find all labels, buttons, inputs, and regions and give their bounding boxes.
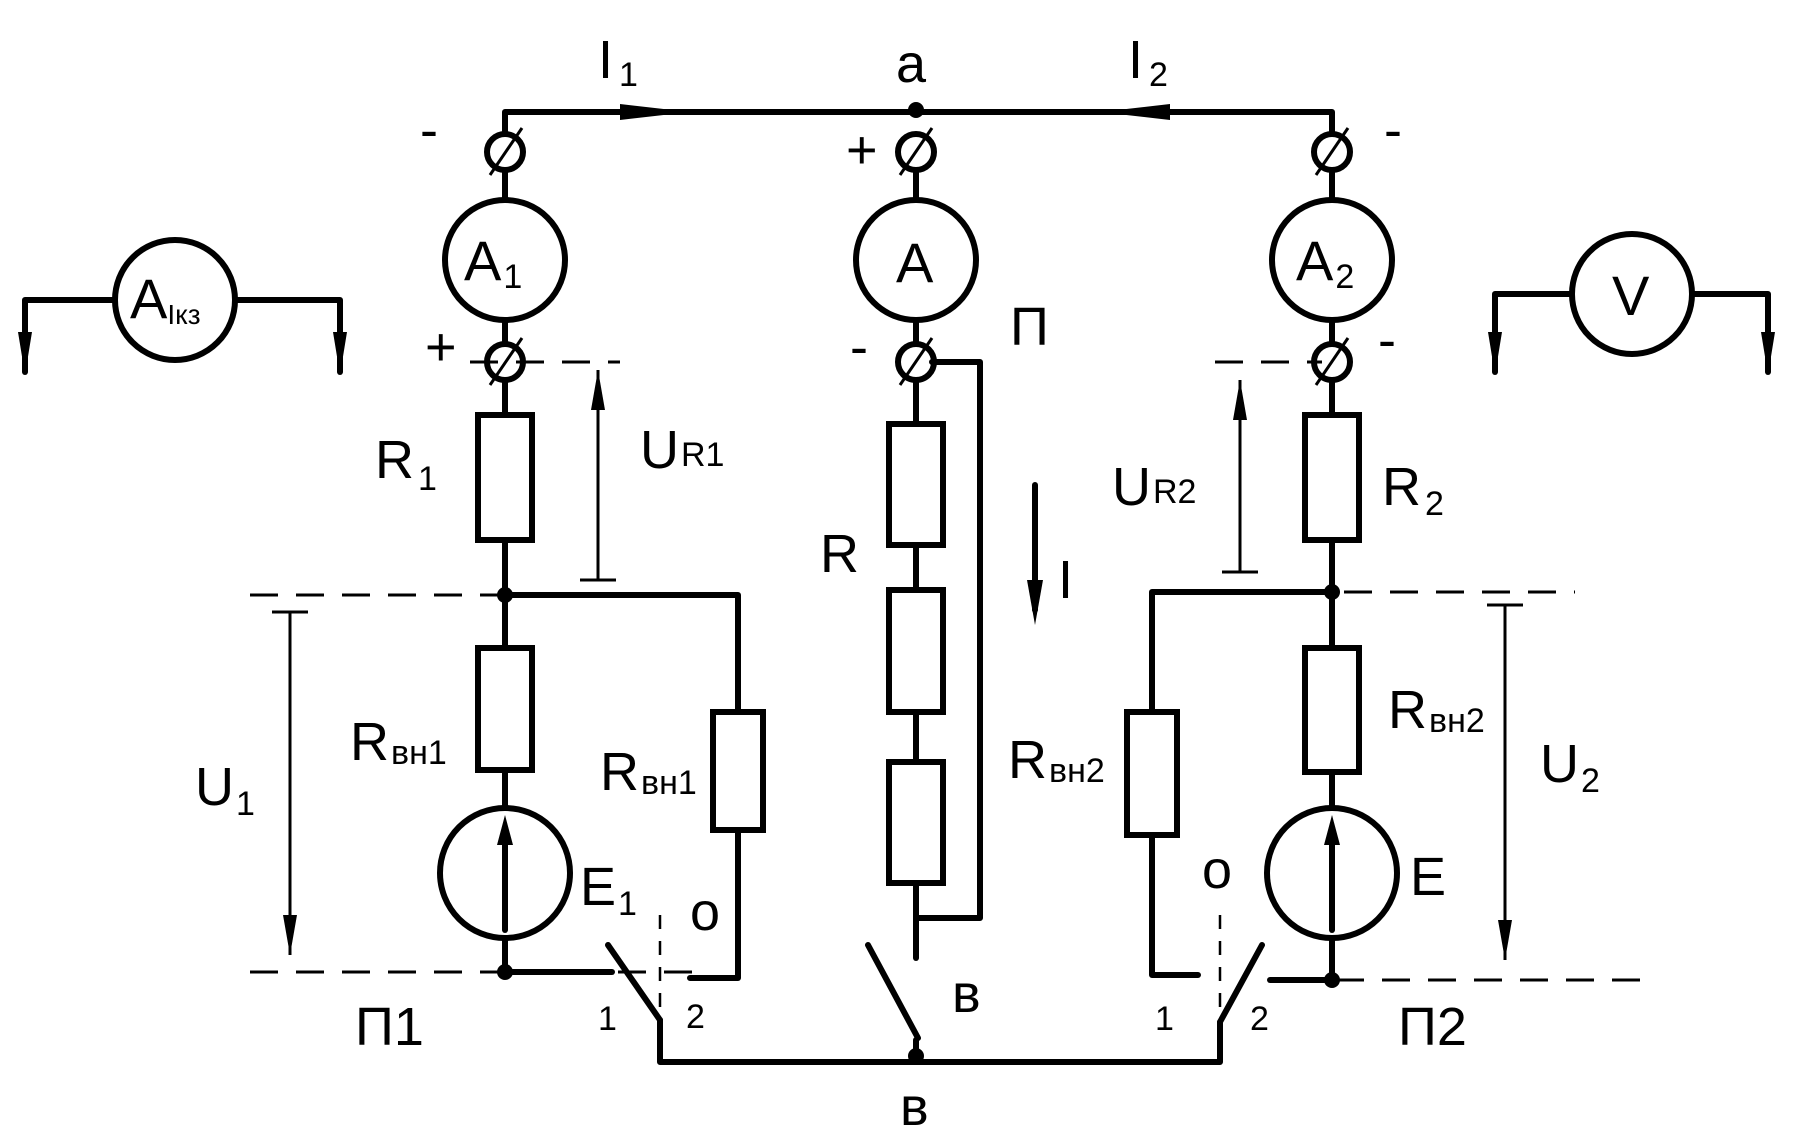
polarity-a-top: + xyxy=(846,120,878,180)
label-sw1-2: 2 xyxy=(686,998,705,1036)
label-rvn1-right: R xyxy=(600,742,639,802)
label-sw2-2: 2 xyxy=(1250,1000,1269,1038)
label-e: E xyxy=(1410,847,1446,907)
ammeter-a xyxy=(853,197,979,323)
label-rvn1-left: R xyxy=(350,712,389,772)
resistor-r-1 xyxy=(886,421,946,548)
ammeter-a1 xyxy=(442,197,568,323)
label-sw2-1: 1 xyxy=(1155,1000,1174,1038)
label-o-right: o xyxy=(1202,840,1232,900)
polarity-a2-top: - xyxy=(1384,100,1402,160)
indicator-arrows xyxy=(272,370,1523,960)
polarity-a2-bottom: - xyxy=(1378,310,1396,370)
resistor-r2 xyxy=(1302,412,1362,543)
svg-text:E1: E1 xyxy=(580,857,637,923)
resistor-r-2 xyxy=(886,587,946,715)
polarity-a1-top: - xyxy=(420,100,438,160)
svg-text:UR2: UR2 xyxy=(1112,457,1196,517)
label-p-top: П xyxy=(1010,297,1049,357)
label-v: V xyxy=(1612,264,1650,327)
resistor-rvn2-left xyxy=(1124,709,1180,838)
svg-text:UR1: UR1 xyxy=(640,420,724,480)
resistor-rvn2-right xyxy=(1302,645,1362,775)
label-b-bottom: в xyxy=(900,1077,929,1136)
svg-text:Rвн1: Rвн1 xyxy=(600,742,697,802)
resistor-r-3 xyxy=(886,759,946,886)
label-a-node: a xyxy=(896,34,927,94)
svg-text:A2: A2 xyxy=(1296,229,1354,296)
resistor-r1 xyxy=(475,412,535,543)
label-r1: R xyxy=(375,430,414,490)
source-e xyxy=(1264,805,1400,941)
svg-text:AIкз: AIкз xyxy=(130,267,201,330)
ammeter-aikz xyxy=(18,237,347,375)
resistors xyxy=(475,412,1362,886)
polarity-a1-bottom: + xyxy=(425,317,457,377)
resistor-rvn1-right xyxy=(710,709,766,833)
label-e1: E xyxy=(580,857,616,917)
label-p2: П2 xyxy=(1398,997,1467,1057)
svg-text:A1: A1 xyxy=(464,229,522,296)
ammeter-a2 xyxy=(1269,197,1395,323)
label-rvn2-left: R xyxy=(1008,730,1047,790)
source-e1 xyxy=(437,805,573,941)
svg-text:U1: U1 xyxy=(195,757,255,823)
label-a1: A xyxy=(464,229,502,292)
label-sw1-1: 1 xyxy=(598,1000,617,1038)
label-a2: A xyxy=(1296,229,1334,292)
resistor-rvn1-left xyxy=(475,645,535,773)
label-u2: U xyxy=(1540,734,1579,794)
svg-text:U2: U2 xyxy=(1540,734,1600,800)
svg-text:I2: I2 xyxy=(1128,30,1168,94)
label-b-mid: в xyxy=(952,964,981,1024)
label-i1: I xyxy=(598,30,613,90)
label-ur1: U xyxy=(640,420,679,480)
label-a: A xyxy=(896,231,934,294)
svg-text:R2: R2 xyxy=(1382,457,1444,523)
label-u1: U xyxy=(195,757,234,817)
label-r2: R xyxy=(1382,457,1421,517)
svg-text:I1: I1 xyxy=(598,30,638,94)
label-aikz: A xyxy=(130,267,168,330)
dashed-lines xyxy=(250,360,1650,1010)
label-ur2: U xyxy=(1112,457,1151,517)
label-r: R xyxy=(820,524,859,584)
label-p1: П1 xyxy=(355,997,424,1057)
switches xyxy=(605,942,1265,1041)
svg-text:R1: R1 xyxy=(375,430,437,498)
label-i: I xyxy=(1058,550,1073,610)
polarity-a-bottom: - xyxy=(850,317,868,377)
voltmeter-v xyxy=(1488,231,1775,375)
label-rvn2-right: R xyxy=(1388,680,1427,740)
svg-text:Rвн2: Rвн2 xyxy=(1008,730,1105,790)
label-i2: I xyxy=(1128,30,1143,90)
label-o-left: o xyxy=(690,882,720,942)
svg-text:Rвн1: Rвн1 xyxy=(350,712,447,772)
svg-text:Rвн2: Rвн2 xyxy=(1388,680,1485,740)
